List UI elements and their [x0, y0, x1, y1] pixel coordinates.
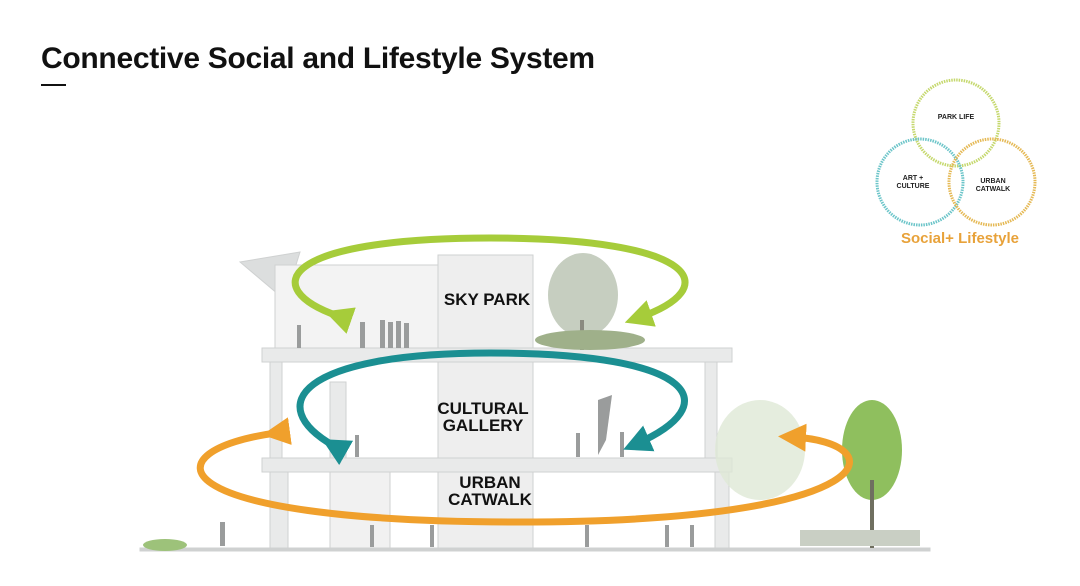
venn-park-life: PARK LIFE [938, 114, 975, 121]
page-title: Connective Social and Lifestyle System [41, 42, 595, 75]
venn-art-culture-2: CULTURE [897, 183, 930, 190]
cultural-gallery-label-1: CULTURAL [437, 399, 528, 418]
title-underline [41, 84, 66, 86]
sky-park-loop-arrow [291, 234, 689, 334]
cultural-gallery-loop-arrow [296, 349, 688, 466]
venn-urban-catwalk-2: CATWALK [976, 186, 1010, 193]
venn-caption: Social+ Lifestyle [901, 230, 1019, 247]
venn-art-culture-1: ART + [903, 175, 923, 182]
building-section [139, 251, 931, 552]
venn-diagram [875, 78, 1037, 227]
urban-catwalk-label-2: CATWALK [448, 490, 532, 509]
urban-catwalk-loop-arrow [196, 417, 853, 526]
sky-park-label: SKY PARK [444, 290, 531, 309]
venn-urban-catwalk-1: URBAN [980, 178, 1005, 185]
urban-catwalk-label-1: URBAN [459, 473, 520, 492]
cultural-gallery-label-2: GALLERY [443, 416, 524, 435]
